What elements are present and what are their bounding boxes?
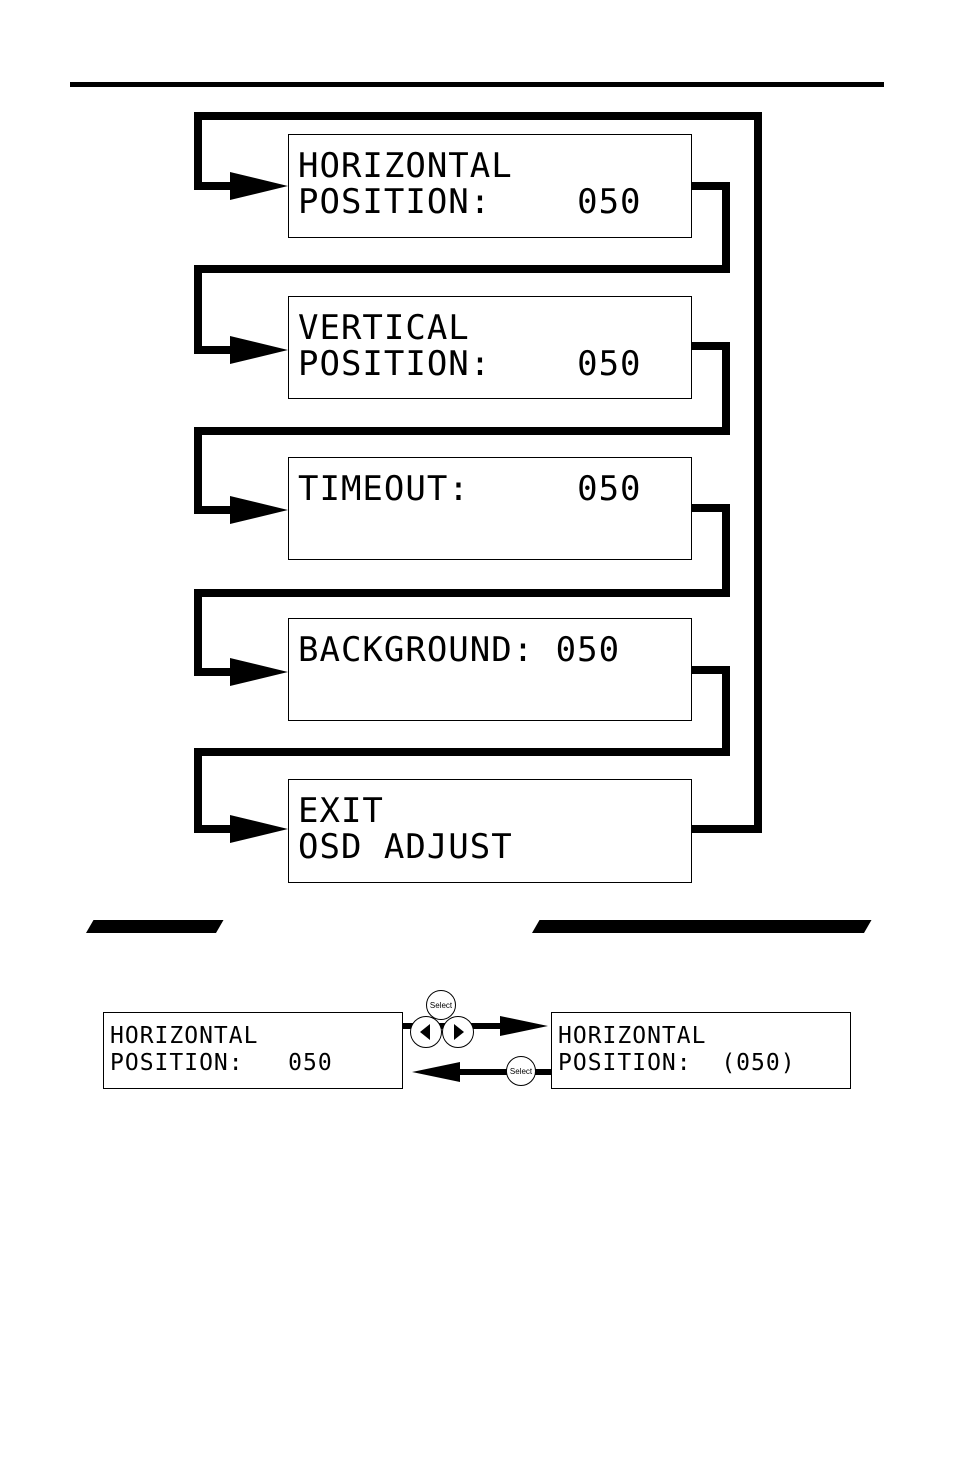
lcd-screen-timeout: TIMEOUT: 050 [288, 457, 692, 560]
forward-arrow [500, 1016, 548, 1036]
lcd-line-1: TIMEOUT: 050 [298, 471, 642, 507]
right-arrow-button-icon [448, 1022, 468, 1042]
lcd-line-2: POSITION: 050 [110, 1050, 333, 1076]
lcd-screen-horizontal-position: HORIZONTAL POSITION: 050 [288, 134, 692, 238]
flow-arrow-4 [230, 658, 288, 686]
select-button-label: Select [430, 1001, 452, 1010]
section-bar-right [532, 920, 872, 933]
lcd-line-1: EXIT [298, 793, 384, 829]
lcd-screen-vertical-position: VERTICAL POSITION: 050 [288, 296, 692, 399]
flow-arrow-2 [230, 336, 288, 364]
lcd-line-1: HORIZONTAL [298, 148, 513, 184]
lcd-screen-background: BACKGROUND: 050 [288, 618, 692, 721]
lcd-line-2: POSITION: 050 [298, 184, 642, 220]
lcd-screen-normal: HORIZONTAL POSITION: 050 [103, 1012, 403, 1089]
lcd-line-1: HORIZONTAL [558, 1023, 706, 1049]
flow-arrow-3 [230, 496, 288, 524]
flow-arrow-1 [230, 172, 288, 200]
left-arrow-button[interactable] [410, 1016, 442, 1048]
return-arrow [412, 1062, 460, 1082]
lcd-line-2: POSITION: (050) [558, 1050, 796, 1076]
left-arrow-button-icon [416, 1022, 436, 1042]
select-button-return[interactable]: Select [506, 1056, 536, 1086]
lcd-screen-exit: EXIT OSD ADJUST [288, 779, 692, 883]
lcd-line-2: POSITION: 050 [298, 346, 642, 382]
flow-arrow-5 [230, 815, 288, 843]
lcd-line-1: VERTICAL [298, 310, 470, 346]
lcd-line-2: OSD ADJUST [298, 829, 513, 865]
section-bar-left [86, 920, 224, 933]
select-button-label: Select [510, 1067, 532, 1076]
select-button-top[interactable]: Select [426, 990, 456, 1020]
lcd-line-1: BACKGROUND: 050 [298, 632, 620, 668]
lcd-screen-adjusting: HORIZONTAL POSITION: (050) [551, 1012, 851, 1089]
lcd-line-1: HORIZONTAL [110, 1023, 258, 1049]
right-arrow-button[interactable] [442, 1016, 474, 1048]
